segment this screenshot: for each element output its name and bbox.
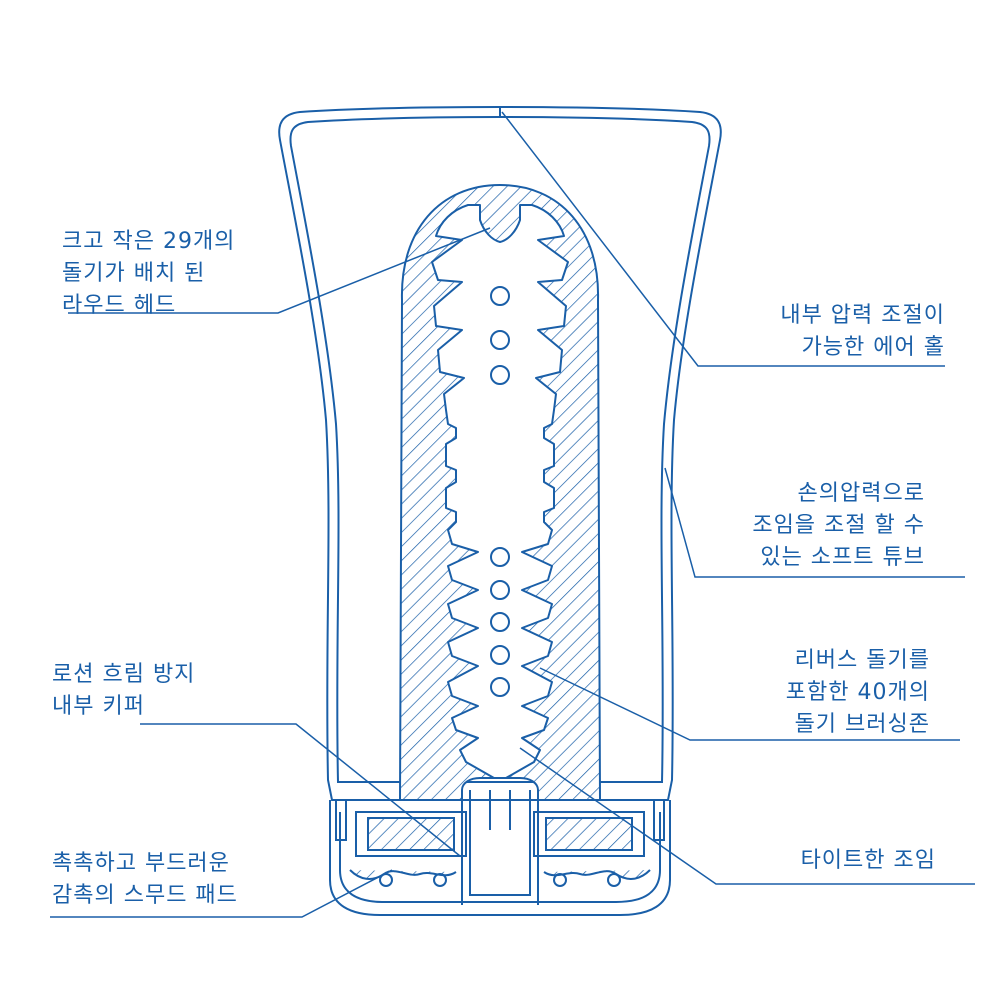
callout-air-hole-label: 내부 압력 조절이 가능한 에어 홀 [780, 303, 945, 360]
leader-soft-tube [664, 467, 965, 578]
callout-tight-label: 타이트한 조임 [800, 848, 936, 873]
leader-pad [50, 869, 393, 918]
callout-cap-label: 로션 흐림 방지 내부 키퍼 [52, 662, 196, 719]
callout-head-label: 크고 작은 29개의 돌기가 배치 된 라우드 헤드 [62, 229, 236, 318]
callout-reverse-nubs-label: 리버스 돌기를 포함한 40개의 돌기 브러싱존 [785, 648, 930, 737]
leader-head [68, 227, 491, 314]
outer-cup-shell [278, 105, 722, 801]
leader-tight [519, 747, 975, 885]
base-cap [329, 790, 671, 916]
leader-cap [140, 723, 461, 857]
callout-soft-tube-label: 손의압력으로 조임을 조절 할 수 있는 소프트 튜브 [752, 481, 925, 570]
leader-lines [50, 111, 975, 918]
inner-cavity [431, 204, 569, 779]
leader-air-hole [501, 111, 945, 367]
callout-pad-label: 촉촉하고 부드러운 감촉의 스무드 패드 [52, 851, 238, 908]
nub-dots [490, 286, 510, 697]
leader-reverse-nubs [539, 667, 960, 741]
